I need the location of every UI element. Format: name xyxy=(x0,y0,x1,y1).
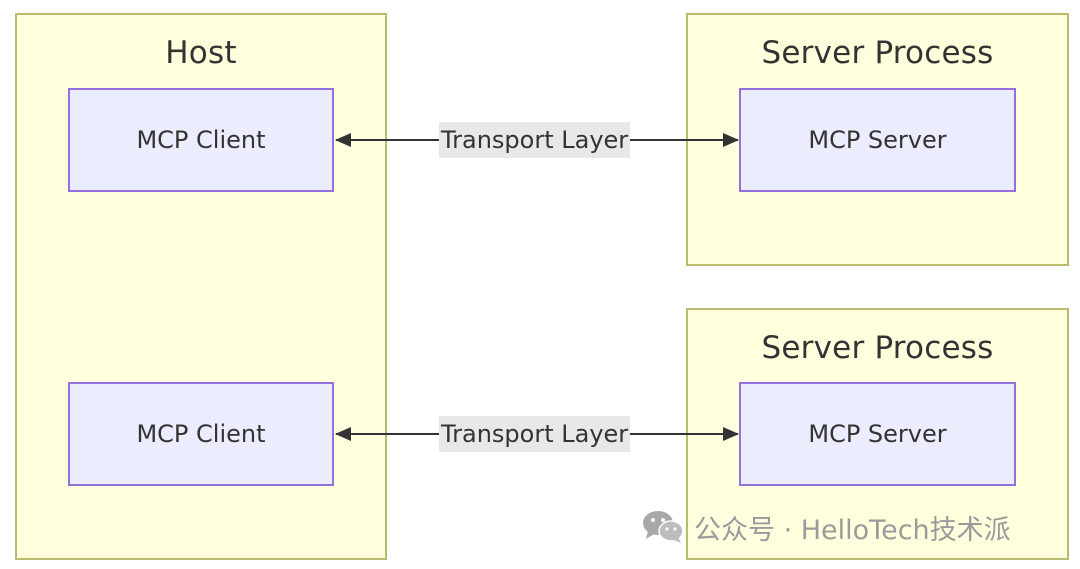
server-process-cluster-title: Server Process xyxy=(761,330,994,366)
mcp-client-node: MCP Client xyxy=(68,382,334,486)
server-process-cluster-title: Server Process xyxy=(761,35,994,71)
mcp-server-node: MCP Server xyxy=(739,88,1016,192)
wechat-icon xyxy=(642,509,684,545)
watermark-text: 公众号 · HelloTech技术派 xyxy=(694,514,1011,546)
watermark: 公众号 · HelloTech技术派 xyxy=(642,507,1011,547)
transport-layer-label: Transport Layer xyxy=(439,416,631,452)
mcp-server-node: MCP Server xyxy=(739,382,1016,486)
host-cluster-title: Host xyxy=(165,35,237,71)
transport-layer-label: Transport Layer xyxy=(439,122,631,158)
mcp-client-node: MCP Client xyxy=(68,88,334,192)
